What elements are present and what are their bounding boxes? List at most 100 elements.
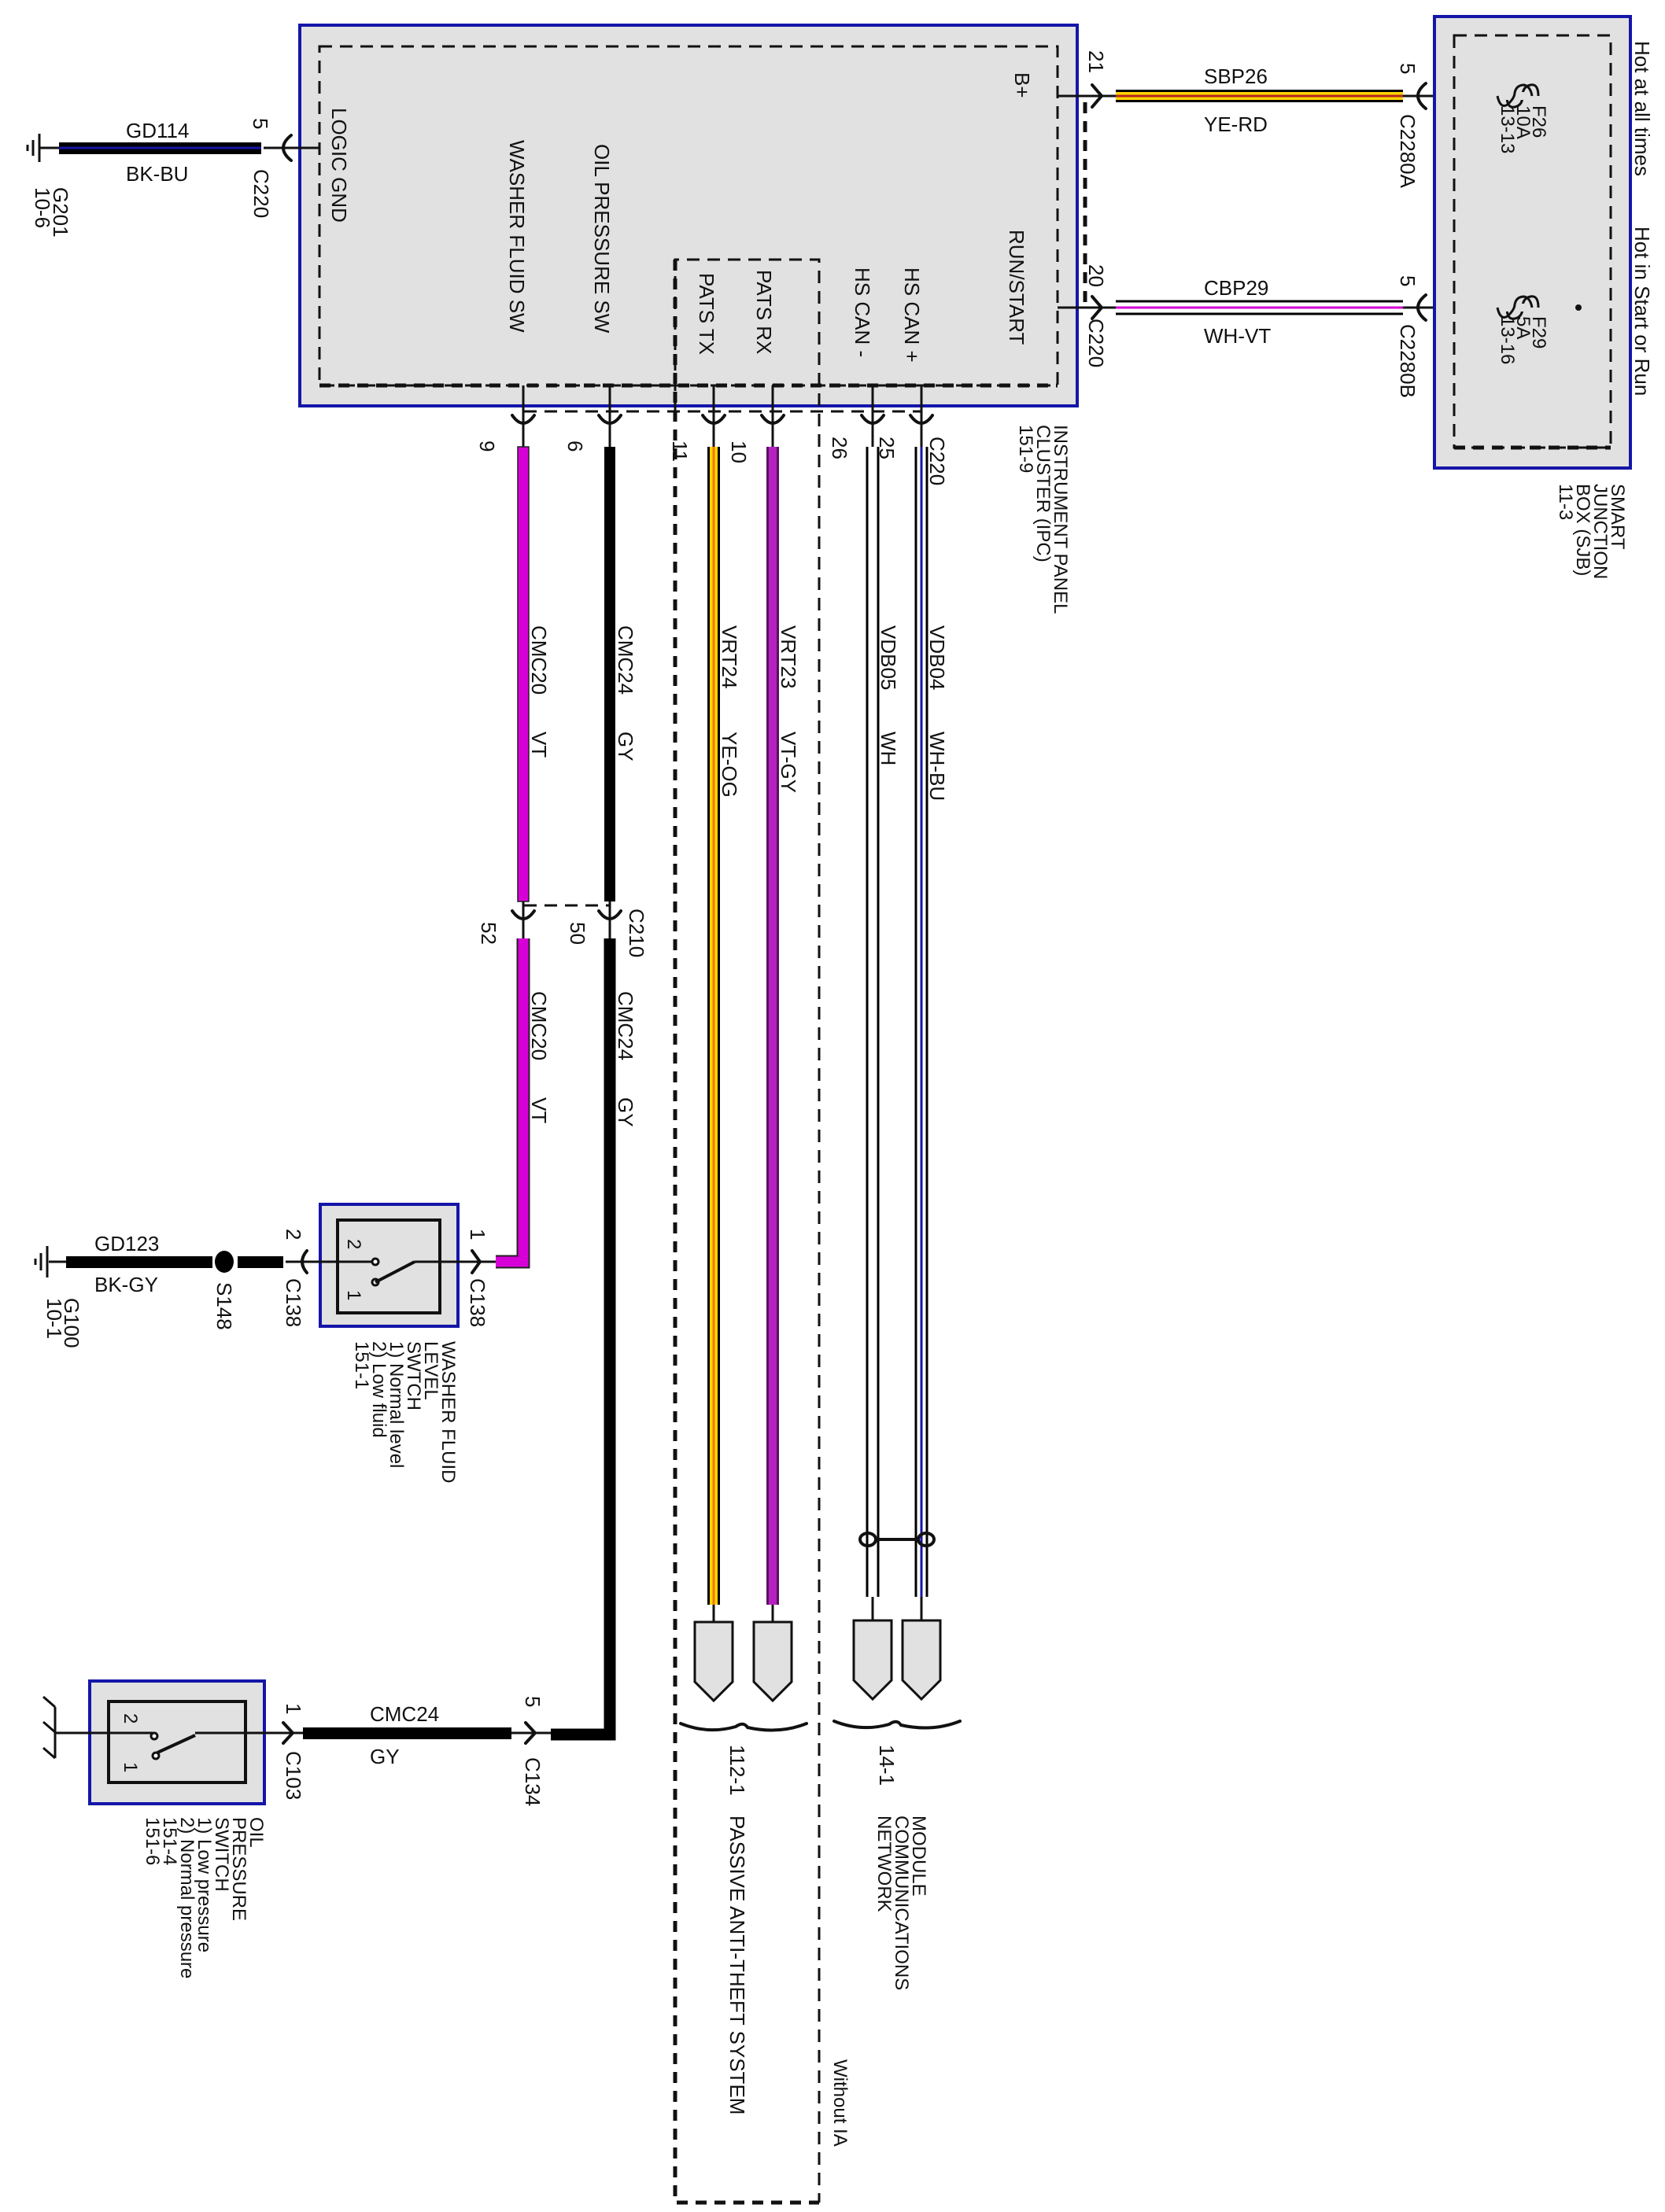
vdb05-color: WH [877,732,900,765]
connector-pin25-icon [909,414,934,425]
ipc-inner-boundary [318,45,1059,387]
circuit-vrt23[interactable]: 10 VRT23 VT-GY [727,441,800,1605]
connector-pin26-icon [860,414,885,425]
ground-icon [34,1246,49,1277]
connector-pin6-icon [597,414,622,425]
mcn-name-line2: COMMUNICATIONS [891,1816,912,1990]
cmc20-color: VT [527,732,551,758]
circuit-cmc20-upper[interactable]: 9 CMC20 VT [475,441,551,902]
ipc-name: INSTRUMENT PANEL CLUSTER (IPC) 151-9 [1015,425,1071,614]
vdb04-ipc-pin: 25 [875,437,899,459]
vdb05-ipc-pin: 26 [828,437,851,459]
pats-name: PASSIVE ANTI-THEFT SYSTEM [725,1816,749,2114]
s148-label: S148 [212,1282,236,1330]
cmc20-lower-color: VT [527,1097,551,1123]
pin-label-oil-pressure-sw: OIL PRESSURE SW [590,144,614,334]
sjb-feed-hot-at-all-times: Hot at all times [1630,41,1654,176]
oil-contact-1: 1 [120,1762,141,1772]
pin-label-pats-rx: PATS RX [752,270,776,354]
vdb04-id: VDB04 [925,625,949,690]
pats-note-without-ia: Without IA [829,2059,851,2147]
cmc24-lower-id: CMC24 [614,991,637,1060]
vrt24-color: YE-OG [718,732,741,798]
c210-label: C210 [625,909,648,957]
circuit-cmc24-lower[interactable]: CMC24 GY [551,938,637,1741]
fuse-f29-curve [1496,295,1534,319]
cmc24-ipc-pin: 6 [563,441,587,452]
washer-pin-2: 2 [282,1229,305,1240]
switch-contact-icon [371,1257,380,1266]
pats-box-side [673,260,819,2205]
chassis-ground-icon [42,1695,57,1760]
connector-c210-pin50-icon [597,909,622,920]
circuit-vdb05[interactable]: 26 VDB05 WH [828,437,900,1597]
ipc-bottom-connectors [511,385,934,447]
vdb04-ipc-connector: C220 [925,437,949,485]
connector-c138-pin1-icon [471,1249,482,1274]
sjb-page-ref: 11-3 [1555,484,1576,520]
mcn-name-line1: MODULE [908,1816,929,1897]
oil-ref2: 151-6 [142,1817,163,1865]
pats-labels[interactable]: 112-1 PASSIVE ANTI-THEFT SYSTEM Without … [725,1745,851,2147]
sjb-name-line2: JUNCTION [1589,484,1611,579]
cbp29-sjb-connector: C2280B [1396,324,1419,398]
vrt24-ipc-pin: 11 [668,441,692,462]
circuit-cmc24-upper[interactable]: 6 CMC24 GY [563,441,637,901]
circuit-gd123[interactable]: GD123 BK-GY S148 G100 10-1 [34,1232,283,1348]
sjb-inner-boundary [1453,34,1612,449]
washer-name-line1: WASHER FLUID [437,1341,459,1483]
ipc-page-ref: 151-9 [1015,425,1036,473]
gd114-id: GD114 [126,119,189,142]
gd114-pin: 5 [249,118,272,129]
washer-contact-2: 2 [343,1239,364,1249]
cbp29-color: WH-VT [1204,324,1271,348]
cmc24-wire-lower [551,938,616,1741]
gd123-id: GD123 [94,1232,159,1255]
switch-contact-icon [151,1751,161,1760]
cbp29-ipc-connector: C220 [1084,319,1108,367]
oil-state1: 1) Low pressure [194,1817,215,1952]
gd123-wire-2 [238,1256,283,1268]
c103-label: C103 [282,1751,305,1800]
cbp29-sjb-pin: 5 [1396,275,1419,286]
connector-c220-pin20-icon [1091,295,1104,320]
connector-pin11-icon [701,414,726,425]
c210-pin52: 52 [477,922,500,945]
washer-switch-inner [336,1218,441,1314]
mcn-name-line3: NETWORK [873,1816,895,1912]
ipc-box [298,24,1079,407]
sbp26-sjb-connector: C2280A [1396,114,1419,189]
washer-page-ref: 151-1 [351,1341,372,1389]
oil-name-line2: PRESSURE [228,1817,249,1921]
gd123-color: BK-GY [94,1273,158,1296]
circuit-vrt24[interactable]: 11 VRT24 YE-OG [668,441,741,1605]
cmc20-ipc-pin: 9 [475,441,499,452]
pats-page-ref: 112-1 [725,1745,749,1796]
sjb-module[interactable]: F26 10A 13-13 F29 5A 13-16 Hot at all ti… [1433,15,1654,579]
terminal-vrt23-icon [752,1620,793,1703]
washer-contact-1: 1 [343,1290,364,1300]
washer-connector-c138-right: C138 [466,1278,489,1327]
sbp26-color: YE-RD [1204,112,1268,136]
c210-pin50: 50 [566,922,589,945]
connector-c2280a-icon [1416,82,1427,110]
connector-pin9-icon [511,414,536,425]
circuit-vdb04[interactable]: 25 C220 VDB04 WH-BU [875,437,949,1597]
mcn-labels[interactable]: 14-1 MODULE COMMUNICATIONS NETWORK [873,1745,929,1990]
pin-label-pats-tx: PATS TX [695,273,718,355]
fuse-f26-curve [1496,83,1534,107]
ipc-module[interactable] [298,24,1079,407]
g100-label: G100 [60,1298,83,1348]
connector-c210-pin52-icon [511,909,536,920]
sbp26-sjb-pin: 5 [1396,63,1419,74]
washer-fluid-switch[interactable]: 2 1 1 C138 2 C138 WASHER FLUID LEVEL SWT… [282,1203,496,1483]
circuit-gd114[interactable]: GD114 BK-BU 5 C220 G201 10-6 [26,118,319,238]
pin-label-washer-fluid-sw: WASHER FLUID SW [505,140,529,333]
connector-c220-pin21-icon [1091,83,1104,109]
washer-pin-1: 1 [466,1229,489,1240]
oil-pressure-switch[interactable]: 2 1 CMC24 GY 1 C103 5 C134 OIL PRESSURE … [42,1679,551,1978]
vdb04-color: WH-BU [925,732,949,801]
circuit-cmc20-lower[interactable]: CMC20 VT [496,938,551,1269]
washer-switch-box [319,1203,460,1328]
g100-ref: 10-1 [42,1298,66,1339]
